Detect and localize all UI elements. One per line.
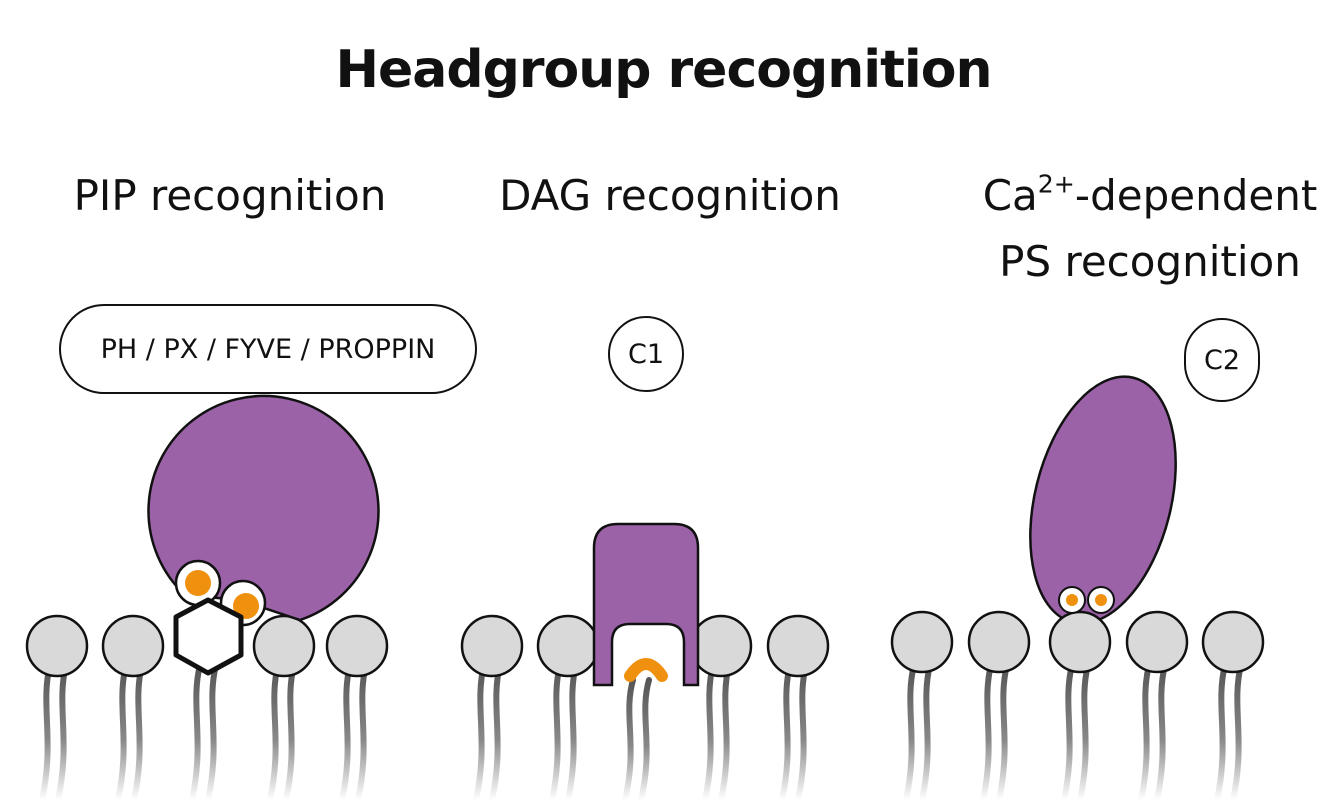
inositol-ring-icon: [173, 597, 244, 676]
dependent-text: -dependent: [1074, 171, 1318, 220]
pip-panel: [25, 394, 389, 803]
dag-headgroup: [624, 658, 668, 682]
ca-text: Ca: [982, 171, 1038, 220]
domain-badge-c1: C1: [608, 316, 684, 392]
panel-label-dag: DAG recognition: [499, 171, 841, 220]
lipid-heads: [25, 614, 389, 678]
lipid-tails: [473, 662, 809, 803]
diagram-title: Headgroup recognition: [335, 40, 993, 100]
panel-label-pip: PIP recognition: [73, 171, 387, 220]
ps-panel: [890, 375, 1265, 803]
domain-badge-ph: PH / PX / FYVE / PROPPIN: [59, 304, 477, 394]
lipid-tails: [903, 662, 1244, 803]
lipid-tails: [39, 662, 369, 803]
calcium-ions: [1058, 586, 1115, 614]
lipid-heads: [890, 610, 1265, 674]
ca-charge: 2+: [1037, 169, 1075, 199]
lipid-heads: [460, 614, 830, 678]
domain-badge-c2: C2: [1184, 318, 1260, 402]
c1-domain-protein: [592, 522, 700, 687]
ps-recognition-text: PS recognition: [999, 237, 1301, 286]
dag-panel: [460, 522, 830, 803]
panel-label-ps: Ca2+-dependent PS recognition: [960, 163, 1327, 295]
